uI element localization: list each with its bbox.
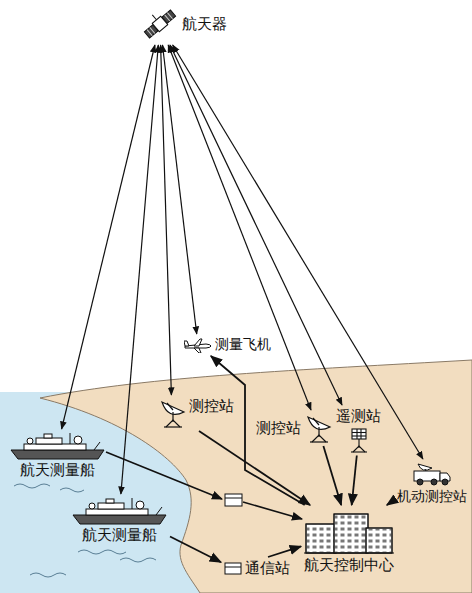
node-label: 通信站 — [245, 560, 290, 577]
node-label: 航天器 — [182, 16, 227, 33]
comm-station-icon — [224, 561, 242, 576]
tracking-station: 测控站 — [158, 398, 234, 428]
link-arrow — [199, 431, 310, 505]
link-arrow — [323, 446, 341, 505]
tracking-station-icon — [304, 413, 332, 443]
comm-station: 通信站 — [224, 560, 290, 577]
mobile-station-icon — [412, 462, 452, 486]
mobile-station: 机动测控站 — [397, 462, 467, 504]
link-arrow — [387, 500, 394, 505]
link-arrow — [173, 45, 423, 459]
survey-aircraft-icon — [184, 337, 212, 353]
tracking-station-icon — [158, 398, 186, 428]
node-label: 航天测量船 — [20, 462, 95, 479]
link-arrow — [211, 356, 305, 505]
node-label: 测量飞机 — [215, 337, 271, 352]
node-label: 航天控制中心 — [304, 557, 394, 574]
node-label: 航天测量船 — [82, 527, 157, 544]
link-arrow — [268, 546, 301, 557]
link-arrow — [62, 45, 155, 429]
tracking-ship-icon — [10, 432, 105, 460]
spacecraft: 航天器 — [142, 6, 227, 42]
survey-aircraft: 测量飞机 — [184, 337, 271, 353]
spacecraft-icon — [142, 6, 178, 42]
node-label: 遥测站 — [336, 408, 381, 425]
telemetry-station: 遥测站 — [336, 408, 381, 453]
link-arrow — [170, 45, 342, 405]
node-label: 测控站 — [189, 398, 234, 415]
relay-center-link — [243, 502, 302, 519]
node-label: 机动测控站 — [397, 489, 467, 504]
control-center: 航天控制中心 — [304, 508, 394, 574]
tracking-ship: 航天测量船 — [72, 497, 167, 544]
telemetry-station-icon — [349, 427, 369, 453]
control-center-icon — [304, 508, 394, 554]
sea-waves — [14, 484, 156, 577]
link-arrow — [161, 45, 172, 395]
tracking-ship: 航天测量船 — [10, 432, 105, 479]
node-label: 测控站 — [256, 420, 301, 437]
link-arrow — [121, 45, 158, 494]
link-arrow — [170, 537, 221, 563]
link-arrow — [168, 45, 311, 410]
tracking-station: 测控站 — [256, 413, 332, 443]
relay-station — [225, 494, 242, 506]
link-arrow — [352, 456, 357, 506]
tracking-ship-icon — [72, 497, 167, 525]
